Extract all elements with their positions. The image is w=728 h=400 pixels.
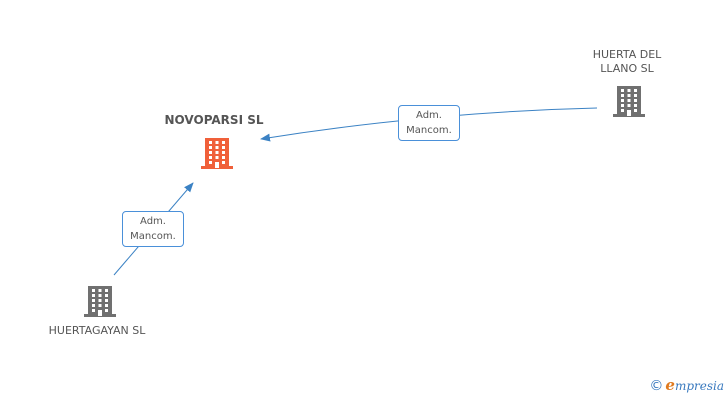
node-label-line: NOVOPARSI SL xyxy=(164,113,264,127)
building-icon[interactable] xyxy=(613,84,645,118)
edge-label-role[interactable]: Adm. Mancom. xyxy=(398,105,460,141)
node-label-line: HUERTAGAYAN SL xyxy=(48,324,146,337)
node-label-line: HUERTA DEL xyxy=(592,48,662,61)
brand-logo-text: mpresia xyxy=(674,379,724,393)
edge-label-line: Mancom. xyxy=(406,125,452,136)
node-label-novoparsi: NOVOPARSI SL xyxy=(154,113,274,127)
edge-label-role[interactable]: Adm. Mancom. xyxy=(122,211,184,247)
edge-label-line: Mancom. xyxy=(130,231,176,242)
brand-logo-initial: e xyxy=(665,376,675,394)
copyright-icon: © xyxy=(649,378,664,394)
node-label-huertagayan: HUERTAGAYAN SL xyxy=(37,324,157,338)
building-icon[interactable] xyxy=(84,284,116,318)
edge-label-line: Adm. xyxy=(140,216,166,227)
node-label-line: LLANO SL xyxy=(600,62,654,75)
edge-label-line: Adm. xyxy=(416,110,442,121)
brand-logo: ©empresia xyxy=(649,376,724,394)
building-icon[interactable] xyxy=(201,136,233,170)
node-label-huerta-del-llano: HUERTA DEL LLANO SL xyxy=(572,48,682,76)
